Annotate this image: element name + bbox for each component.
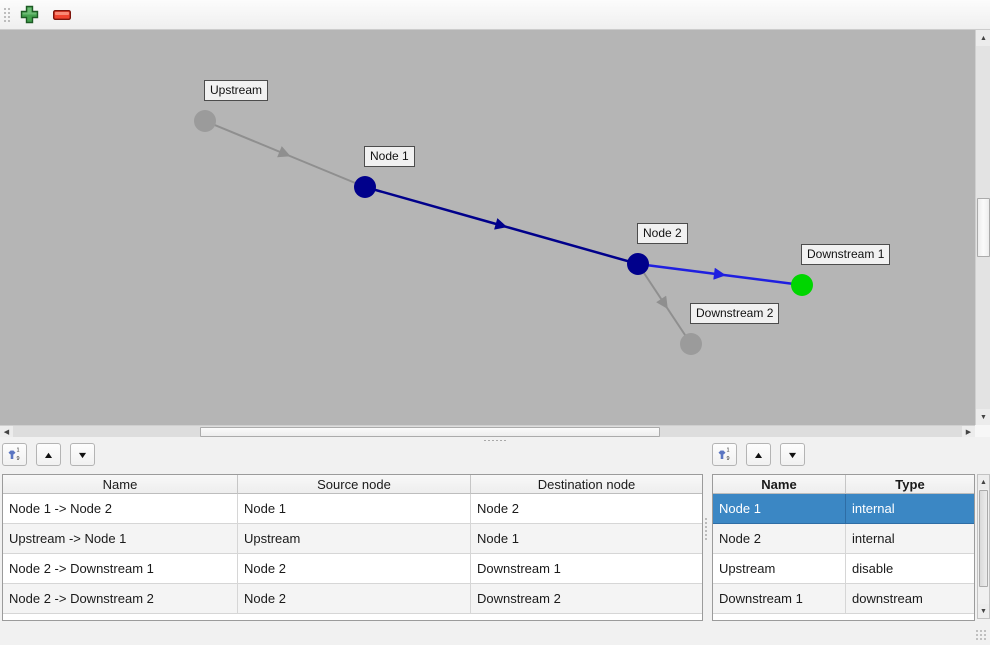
table-cell[interactable]: Downstream 1 bbox=[471, 554, 702, 584]
graph-edge[interactable] bbox=[637, 262, 803, 287]
graph-node[interactable] bbox=[194, 110, 216, 132]
graph-svg bbox=[194, 110, 813, 355]
table-cell[interactable]: Node 2 bbox=[713, 524, 846, 554]
canvas-horizontal-scrollbar[interactable]: ◀ ▶ bbox=[0, 425, 975, 438]
column-header-type[interactable]: Type bbox=[846, 475, 974, 494]
horizontal-splitter[interactable] bbox=[0, 437, 990, 443]
edge-sort-button[interactable]: 1 9 bbox=[2, 443, 27, 466]
table-cell[interactable]: Node 2 -> Downstream 2 bbox=[3, 584, 238, 614]
toolbar bbox=[0, 0, 990, 30]
plus-icon bbox=[20, 5, 39, 27]
minus-icon bbox=[52, 8, 72, 23]
empty-row bbox=[3, 614, 702, 620]
graph-node[interactable] bbox=[791, 274, 813, 296]
graph-edge[interactable] bbox=[364, 185, 639, 266]
table-cell[interactable]: Downstream 1 bbox=[713, 584, 846, 614]
triangle-down-icon: ▼ bbox=[786, 449, 799, 460]
table-cell[interactable]: disable bbox=[846, 554, 974, 584]
graph-node[interactable] bbox=[627, 253, 649, 275]
table-cell[interactable]: Upstream bbox=[238, 524, 471, 554]
node-label[interactable]: Node 2 bbox=[637, 223, 688, 244]
vertical-splitter[interactable] bbox=[704, 517, 708, 541]
add-button[interactable] bbox=[17, 5, 41, 26]
column-header-name[interactable]: Name bbox=[3, 475, 238, 494]
scroll-down-arrow-icon[interactable]: ▼ bbox=[976, 409, 990, 425]
graph-edge[interactable] bbox=[204, 120, 366, 188]
scroll-right-arrow-icon[interactable]: ▶ bbox=[962, 426, 975, 438]
svg-text:9: 9 bbox=[17, 456, 20, 461]
svg-text:1: 1 bbox=[17, 448, 20, 454]
horizontal-scrollbar-thumb[interactable] bbox=[200, 427, 660, 437]
node-label[interactable]: Downstream 1 bbox=[801, 244, 891, 265]
node-label[interactable]: Upstream bbox=[204, 80, 269, 101]
table-cell[interactable]: Upstream -> Node 1 bbox=[3, 524, 238, 554]
column-header-destination[interactable]: Destination node bbox=[471, 475, 702, 494]
toolbar-drag-handle[interactable] bbox=[3, 7, 10, 24]
table-cell[interactable]: Node 2 bbox=[238, 584, 471, 614]
edge-move-down-button[interactable]: ▼ bbox=[70, 443, 95, 466]
table-cell[interactable]: Node 1 -> Node 2 bbox=[3, 494, 238, 524]
table-cell[interactable]: Node 1 bbox=[238, 494, 471, 524]
table-scrollbar-thumb[interactable] bbox=[979, 490, 988, 587]
table-cell[interactable]: Node 2 bbox=[238, 554, 471, 584]
table-cell[interactable]: downstream bbox=[846, 584, 974, 614]
node-label[interactable]: Node 1 bbox=[364, 146, 415, 167]
edge-table: Name Source node Destination node Node 1… bbox=[2, 474, 703, 621]
triangle-up-icon: ▲ bbox=[752, 449, 765, 460]
table-cell[interactable]: Upstream bbox=[713, 554, 846, 584]
node-move-down-button[interactable]: ▼ bbox=[780, 443, 805, 466]
scrollbar-corner bbox=[975, 425, 990, 437]
sort-ascending-icon: 1 9 bbox=[717, 446, 732, 463]
graph-edge[interactable] bbox=[637, 263, 692, 345]
edge-move-up-button[interactable]: ▲ bbox=[36, 443, 61, 466]
scroll-left-arrow-icon[interactable]: ◀ bbox=[0, 426, 13, 438]
node-table-header[interactable]: Name Type bbox=[713, 475, 974, 494]
node-label[interactable]: Downstream 2 bbox=[690, 303, 780, 324]
empty-row bbox=[713, 614, 974, 620]
triangle-up-icon: ▲ bbox=[42, 449, 55, 460]
node-move-up-button[interactable]: ▲ bbox=[746, 443, 771, 466]
table-cell[interactable]: internal bbox=[846, 524, 974, 554]
table-cell[interactable]: Node 1 bbox=[713, 494, 846, 524]
table-cell[interactable]: Node 1 bbox=[471, 524, 702, 554]
edge-table-header[interactable]: Name Source node Destination node bbox=[3, 475, 702, 494]
table-cell[interactable]: Node 2 -> Downstream 1 bbox=[3, 554, 238, 584]
triangle-down-icon: ▼ bbox=[76, 449, 89, 460]
vertical-scrollbar-thumb[interactable] bbox=[977, 198, 990, 257]
window-resize-grip[interactable] bbox=[975, 629, 988, 642]
svg-text:9: 9 bbox=[727, 456, 730, 461]
table-cell[interactable]: Node 2 bbox=[471, 494, 702, 524]
graph-node[interactable] bbox=[680, 333, 702, 355]
splitter-grip-icon bbox=[483, 439, 507, 442]
table-cell[interactable]: internal bbox=[846, 494, 974, 524]
remove-button[interactable] bbox=[50, 5, 74, 26]
node-table-scrollbar[interactable]: ▲ ▼ bbox=[977, 474, 990, 619]
node-sort-button[interactable]: 1 9 bbox=[712, 443, 737, 466]
graph-node[interactable] bbox=[354, 176, 376, 198]
scroll-up-arrow-icon[interactable]: ▲ bbox=[978, 475, 989, 489]
svg-text:1: 1 bbox=[727, 448, 730, 454]
scroll-up-arrow-icon[interactable]: ▲ bbox=[976, 30, 990, 46]
column-header-name[interactable]: Name bbox=[713, 475, 846, 494]
sort-ascending-icon: 1 9 bbox=[7, 446, 22, 463]
canvas-vertical-scrollbar[interactable]: ▲ ▼ bbox=[975, 30, 990, 425]
scroll-down-arrow-icon[interactable]: ▼ bbox=[978, 604, 989, 618]
table-cell[interactable]: Downstream 2 bbox=[471, 584, 702, 614]
column-header-source[interactable]: Source node bbox=[238, 475, 471, 494]
